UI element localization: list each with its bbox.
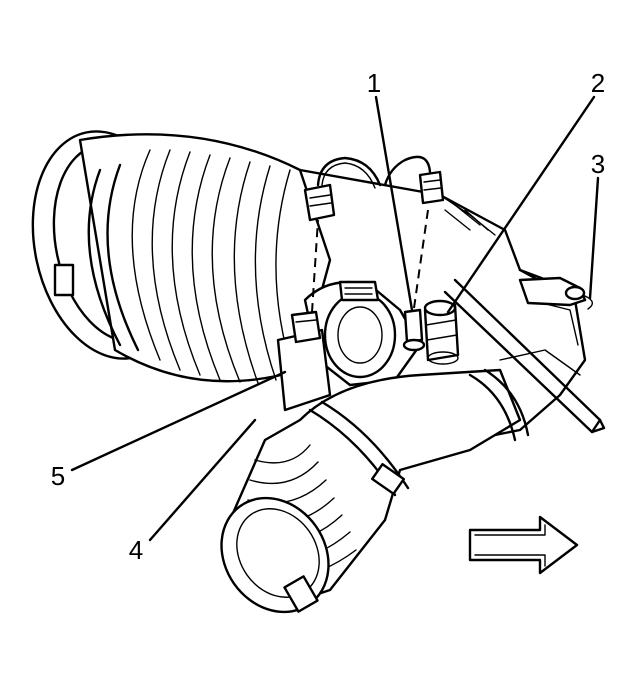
sensor-2: [423, 299, 460, 365]
throttle-body: [303, 280, 422, 387]
arrow-right-icon: [468, 515, 579, 575]
sensor-plug-1: [383, 155, 445, 352]
sensor-connector-5: [276, 156, 382, 412]
callout-3: 3: [591, 149, 605, 179]
leader-line-4: [148, 418, 257, 542]
intake-elbow-hose: [220, 368, 530, 614]
callout-2: 2: [591, 68, 605, 98]
callout-1: 1: [367, 68, 381, 98]
leader-line-1: [374, 95, 414, 312]
leader-line-5: [70, 370, 287, 472]
callout-4: 4: [129, 535, 143, 565]
leader-line-3: [588, 176, 600, 300]
intake-duct: [31, 130, 332, 384]
callout-5: 5: [51, 461, 65, 491]
leader-line-2: [446, 95, 596, 314]
leader-lines: [70, 95, 600, 542]
